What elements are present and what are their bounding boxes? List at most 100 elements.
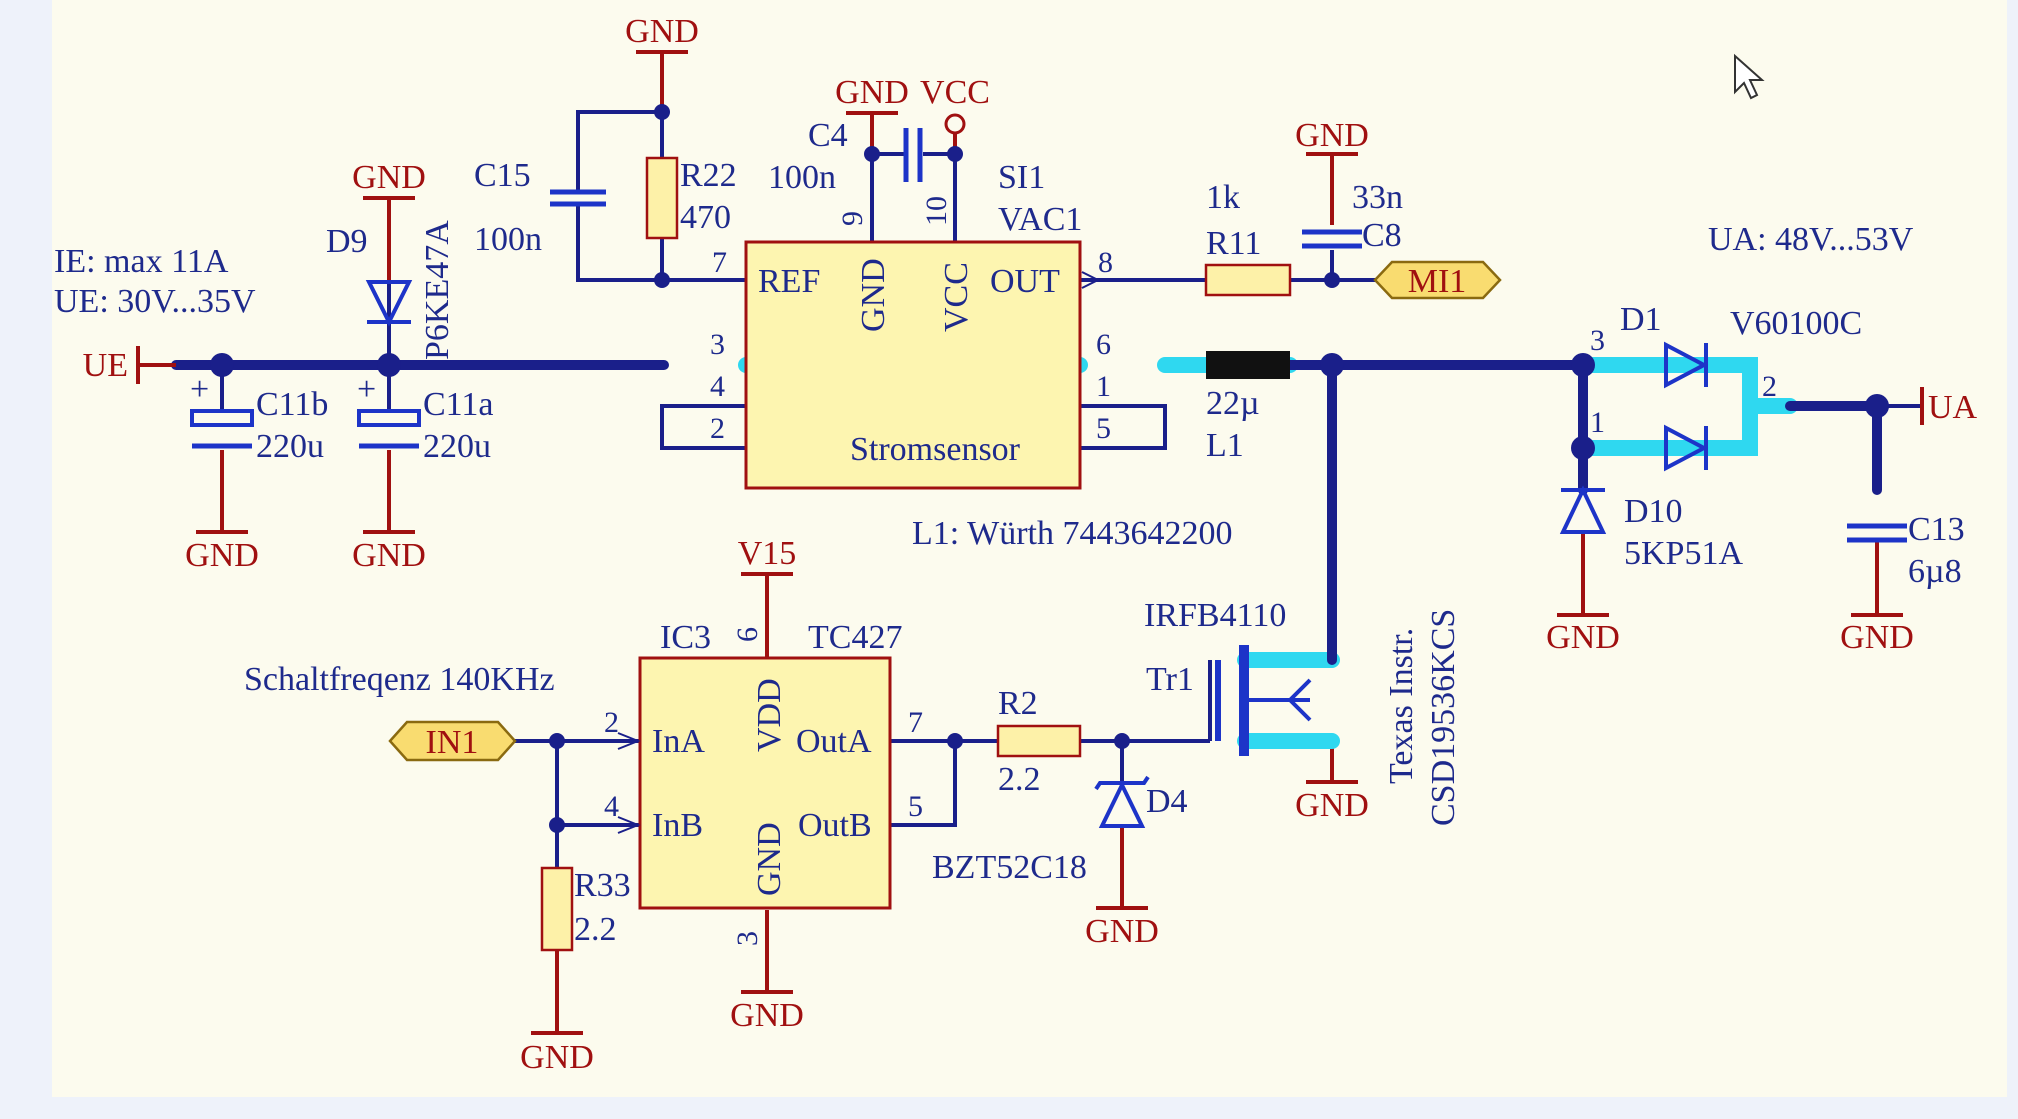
r22-ref: R22: [680, 157, 737, 194]
ic3-ref: IC3: [660, 619, 711, 656]
diode-d9[interactable]: D9 P6KE47A: [326, 220, 456, 360]
c11a-ref: C11a: [423, 386, 494, 423]
mouse-cursor-icon: [1734, 53, 1765, 100]
driver-vdd: VDD: [751, 678, 788, 752]
c11b-ref: C11b: [256, 386, 328, 423]
note-ie: IE: max 11A: [54, 243, 229, 280]
mosfet-tr1[interactable]: IRFB4110 Tr1: [1144, 597, 1312, 756]
diode-d10[interactable]: D10 5KP51A: [1559, 485, 1743, 572]
schematic-sheet[interactable]: [52, 0, 2007, 1097]
gnd-label: GND: [1546, 619, 1620, 656]
gnd-label: GND: [1840, 619, 1914, 656]
gnd-label: GND: [352, 159, 426, 196]
r22-value: 470: [680, 199, 731, 236]
capacitor-c11b[interactable]: + C11b 220u: [190, 371, 328, 465]
d10-value: 5KP51A: [1624, 535, 1743, 572]
c11b-value: 220u: [256, 428, 324, 465]
port-in1-label: IN1: [426, 724, 479, 761]
driver-pin: 7: [908, 706, 923, 739]
current-sensor-si1[interactable]: REF GND VCC OUT Stromsensor SI1 VAC1 7 9…: [710, 159, 1113, 490]
sensor-pin: 3: [710, 328, 725, 361]
vcc-label: VCC: [920, 74, 990, 111]
sensor-pin: 5: [1096, 412, 1111, 445]
gnd-label: GND: [520, 1039, 594, 1076]
c8-ref: C8: [1362, 217, 1402, 254]
c4-ref: C4: [808, 117, 848, 154]
sensor-vcc-pin: VCC: [938, 262, 975, 332]
resistor-r11[interactable]: 1k R11: [1204, 179, 1292, 297]
driver-pin: 5: [908, 790, 923, 823]
resistor-r2[interactable]: R2 2.2: [996, 685, 1082, 798]
gnd-label: GND: [1085, 913, 1159, 950]
note-mosfet-alt-2: CSD19536KCS: [1425, 609, 1462, 826]
sensor-pin: 9: [836, 211, 869, 226]
c13-value: 6µ8: [1908, 553, 1962, 590]
note-l1-part: L1: Würth 7443642200: [912, 515, 1232, 552]
c15-value: 100n: [474, 221, 542, 258]
resistor-r33[interactable]: R33 2.2: [540, 866, 631, 952]
c11b-plus: +: [190, 371, 209, 408]
sensor-pin: 8: [1098, 246, 1113, 279]
junctions: [210, 104, 1889, 833]
capacitor-c15[interactable]: C15 100n: [474, 157, 606, 258]
sensor-pin: 7: [712, 246, 727, 279]
d1-ref: D1: [1620, 301, 1662, 338]
sensor-pin: 6: [1096, 328, 1111, 361]
sensor-gnd-pin: GND: [855, 258, 892, 332]
r11-value: 1k: [1206, 179, 1240, 216]
capacitor-c13[interactable]: C13 6µ8: [1847, 511, 1965, 590]
inductor-l1[interactable]: 22µ L1: [1206, 351, 1290, 464]
r2-ref: R2: [998, 685, 1038, 722]
sensor-name: Stromsensor: [850, 431, 1021, 468]
r33-ref: R33: [574, 867, 631, 904]
gate-driver-ic3[interactable]: InA InB VDD GND OutA OutB IC3 TC427 2 4 …: [604, 619, 923, 946]
capacitor-c11a[interactable]: + C11a 220u: [357, 371, 494, 465]
note-ue: UE: 30V...35V: [54, 283, 256, 320]
d1-pin: 2: [1762, 370, 1777, 403]
port-ue-label: UE: [83, 347, 128, 384]
d4-ref: D4: [1146, 783, 1188, 820]
port-ue[interactable]: UE: [83, 346, 176, 384]
note-mosfet-alt-1: Texas Instr.: [1383, 628, 1420, 784]
c4-value: 100n: [768, 159, 836, 196]
capacitor-c8[interactable]: 33n C8: [1302, 179, 1403, 254]
tr1-ref: Tr1: [1146, 661, 1194, 698]
r33-value: 2.2: [574, 911, 617, 948]
port-ua-label: UA: [1928, 389, 1978, 426]
port-ua[interactable]: UA: [1920, 387, 1978, 426]
gnd-label: GND: [1295, 117, 1369, 154]
gnd-label: GND: [835, 74, 909, 111]
gnd-label: GND: [730, 997, 804, 1034]
l1-value: 22µ: [1206, 385, 1260, 422]
driver-inb: InB: [652, 807, 703, 844]
capacitor-c4[interactable]: C4 100n: [768, 117, 923, 196]
diode-d1[interactable]: D1 V60100C 3 1 2: [1590, 301, 1862, 472]
sensor-ref-pin: REF: [758, 263, 820, 300]
sensor-pin: 10: [920, 196, 953, 226]
driver-ina: InA: [652, 723, 705, 760]
port-in1[interactable]: IN1: [388, 720, 517, 762]
gnd-label: GND: [625, 13, 699, 50]
d1-pin: 3: [1590, 324, 1605, 357]
si1-ref: SI1: [998, 159, 1045, 196]
gnd-label: GND: [352, 537, 426, 574]
driver-outb: OutB: [798, 807, 872, 844]
tr1-value: IRFB4110: [1144, 597, 1286, 634]
ic3-value: TC427: [808, 619, 902, 656]
d1-pin: 1: [1590, 406, 1605, 439]
gnd-label: GND: [185, 537, 259, 574]
sensor-pin: 4: [710, 370, 725, 403]
sensor-out-pin: OUT: [990, 263, 1060, 300]
zener-d4[interactable]: D4 BZT52C18: [932, 775, 1188, 886]
port-mi1[interactable]: MI1: [1373, 260, 1502, 300]
sensor-pin: 2: [710, 412, 725, 445]
gnd-label: GND: [1295, 787, 1369, 824]
c15-ref: C15: [474, 157, 531, 194]
resistor-r22[interactable]: R22 470: [645, 156, 737, 240]
notes: IE: max 11A UE: 30V...35V UA: 48V...53V …: [54, 221, 1914, 826]
d4-value: BZT52C18: [932, 849, 1087, 886]
l1-ref: L1: [1206, 427, 1244, 464]
c8-value: 33n: [1352, 179, 1403, 216]
driver-pin: 6: [731, 627, 764, 642]
